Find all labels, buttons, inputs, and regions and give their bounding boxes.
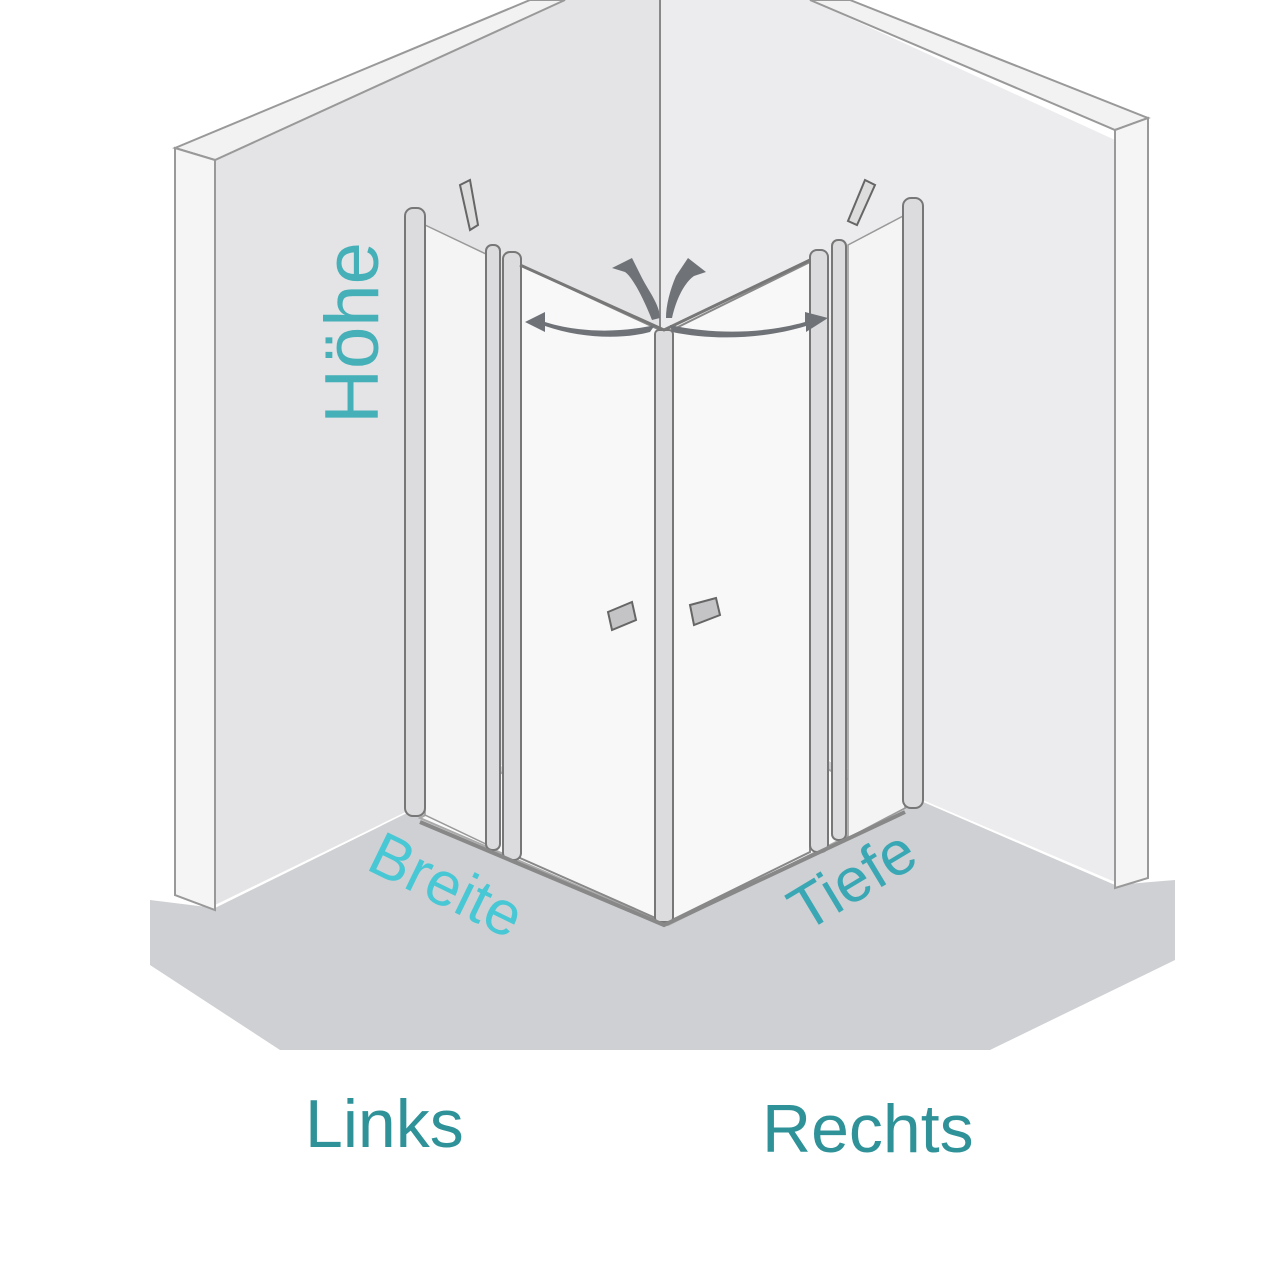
glass-left-fixed [424, 223, 489, 847]
left-wall-front-edge [174, 146, 216, 912]
right-wall-front-edge [1114, 116, 1149, 890]
post [831, 239, 847, 841]
post [502, 251, 522, 861]
glass-right-door [671, 260, 811, 922]
swing-arrow-icon [666, 258, 828, 338]
post [809, 249, 829, 853]
glass-right-fixed [847, 213, 906, 840]
right-label: Rechts [762, 1091, 974, 1167]
post [485, 244, 501, 851]
left-label: Links [305, 1086, 464, 1162]
post [404, 207, 426, 817]
height-label: Höhe [309, 242, 395, 424]
swing-arrow-icon [525, 258, 660, 337]
post [902, 197, 924, 809]
post [654, 329, 674, 923]
top-rail [519, 258, 811, 332]
bottom-rail [419, 810, 906, 928]
hinge-icon [458, 178, 480, 232]
hinge-icon [846, 178, 877, 227]
door-handle [688, 596, 722, 627]
door-handle [606, 600, 638, 632]
glass-left-door [519, 263, 661, 922]
